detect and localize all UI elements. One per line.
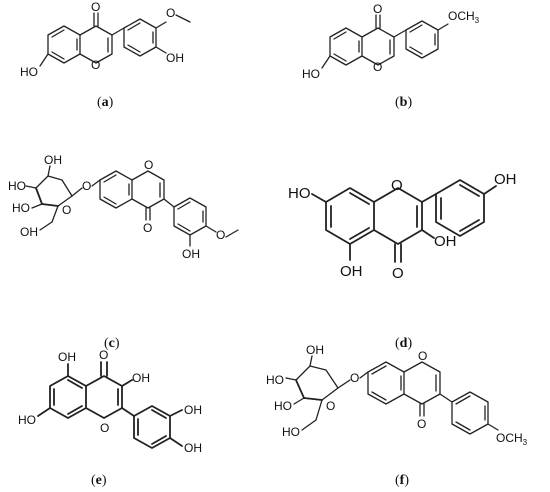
atom-label: OCH3 — [496, 431, 528, 447]
panel-label-a: (a) — [97, 95, 114, 110]
atom-label: HO — [8, 179, 26, 193]
structure-d: O HO OH O OH OH — [288, 171, 517, 282]
atom-label: O — [216, 228, 225, 242]
atom-label: O — [82, 179, 91, 193]
atom-label: O — [91, 0, 100, 14]
panel-label-e: (e) — [91, 473, 107, 488]
atom-label: OH — [20, 225, 38, 239]
atom-label: OH — [184, 403, 202, 417]
atom-label: HO — [266, 373, 284, 387]
structure-a: O O HO O OH — [20, 0, 191, 79]
atom-label: OCH3 — [448, 9, 480, 25]
panel-label-c: (c) — [104, 336, 120, 351]
atom-label: HO — [282, 425, 300, 439]
atom-label: O — [391, 177, 403, 194]
atom-label: O — [418, 349, 427, 363]
structure-f: HO OH HO O HO O O O OCH3 — [266, 343, 528, 447]
atom-label: O — [417, 417, 426, 431]
atom-label: OH — [306, 343, 324, 357]
atom-label: O — [373, 60, 382, 74]
panel-label-b: (b) — [395, 95, 412, 110]
panel-label-f: (f) — [395, 473, 409, 488]
atom-label: OH — [58, 350, 76, 364]
atom-label: O — [392, 265, 404, 282]
atom-label: HO — [20, 65, 38, 79]
atom-label: HO — [18, 413, 36, 427]
atom-label: O — [350, 371, 359, 385]
atom-label: O — [62, 203, 71, 217]
panel-label-d: (d) — [395, 336, 412, 351]
atom-label: OH — [182, 247, 200, 261]
atom-label: OH — [44, 153, 62, 167]
atom-label: OH — [166, 51, 184, 65]
atom-label: O — [99, 348, 108, 362]
atom-label: OH — [184, 441, 202, 455]
atom-label: OH — [434, 233, 457, 250]
atom-label: O — [144, 158, 153, 172]
atom-label: HO — [302, 67, 320, 81]
structure-c: HO OH HO O OH O O O O OH — [8, 153, 239, 261]
atom-label: O — [373, 2, 382, 16]
structure-b: O O HO OCH3 — [302, 2, 480, 81]
atom-label: OH — [494, 171, 517, 188]
atom-label: HO — [12, 201, 30, 215]
atom-label: HO — [288, 185, 311, 202]
atom-label: O — [143, 221, 152, 235]
atom-label: OH — [340, 263, 363, 280]
atom-label: O — [166, 6, 175, 20]
atom-label: O — [326, 399, 335, 413]
atom-label: OH — [132, 371, 150, 385]
atom-label: O — [91, 58, 100, 72]
structure-e: O OH O OH HO OH OH — [18, 348, 202, 455]
atom-label: O — [100, 421, 109, 435]
atom-label: HO — [274, 399, 292, 413]
